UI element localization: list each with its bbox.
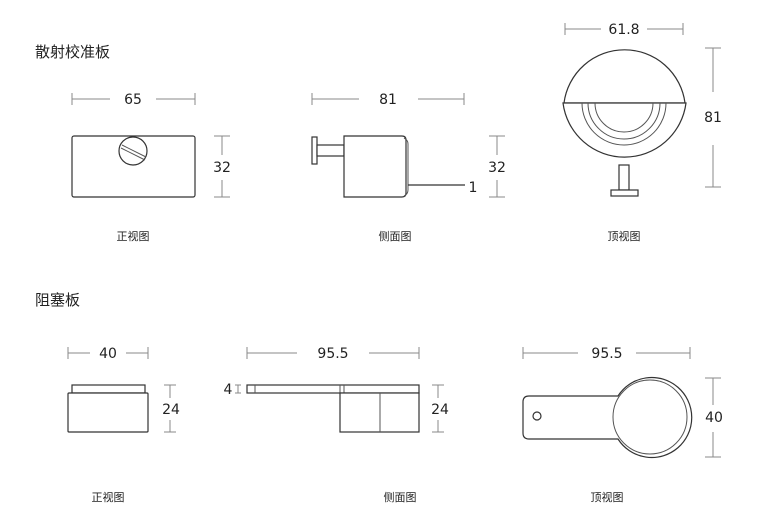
dim-width: 95.5 [591, 346, 622, 362]
dim-plate-thickness: 4 [224, 382, 233, 398]
section-title-calibration-plate: 散射校准板 [35, 43, 110, 61]
section-title-blocking-plate: 阻塞板 [35, 291, 80, 309]
caption-front-view: 正视图 [117, 229, 150, 243]
calibration-top-view: 61.8 81 顶视图 [562, 22, 722, 243]
dim-height: 32 [488, 160, 506, 176]
mount-hole [532, 411, 542, 421]
blocking-top-view: 95.5 40 顶视图 [522, 346, 723, 504]
dim-width: 81 [379, 92, 397, 108]
caption-front-view: 正视图 [92, 490, 125, 504]
dim-width: 95.5 [317, 346, 348, 362]
blocking-front-view: 40 24 正视图 [67, 346, 180, 504]
dim-width: 40 [99, 346, 117, 362]
dim-height: 81 [704, 110, 722, 126]
dim-width: 65 [124, 92, 142, 108]
dim-width: 61.8 [608, 22, 639, 38]
dim-height: 32 [213, 160, 231, 176]
caption-top-view: 顶视图 [591, 490, 624, 504]
calibration-side-view: 81 1 32 侧面图 [311, 92, 506, 243]
blocking-side-view: 95.5 4 24 侧面图 [224, 346, 449, 504]
calibration-front-view: 65 32 正视图 [71, 92, 231, 243]
dim-height: 24 [162, 402, 180, 418]
dim-height: 24 [431, 402, 449, 418]
dim-height: 40 [705, 410, 723, 426]
caption-side-view: 侧面图 [379, 230, 412, 243]
dim-wire: 1 [469, 180, 478, 196]
caption-side-view: 侧面图 [384, 491, 417, 504]
caption-top-view: 顶视图 [608, 229, 641, 243]
